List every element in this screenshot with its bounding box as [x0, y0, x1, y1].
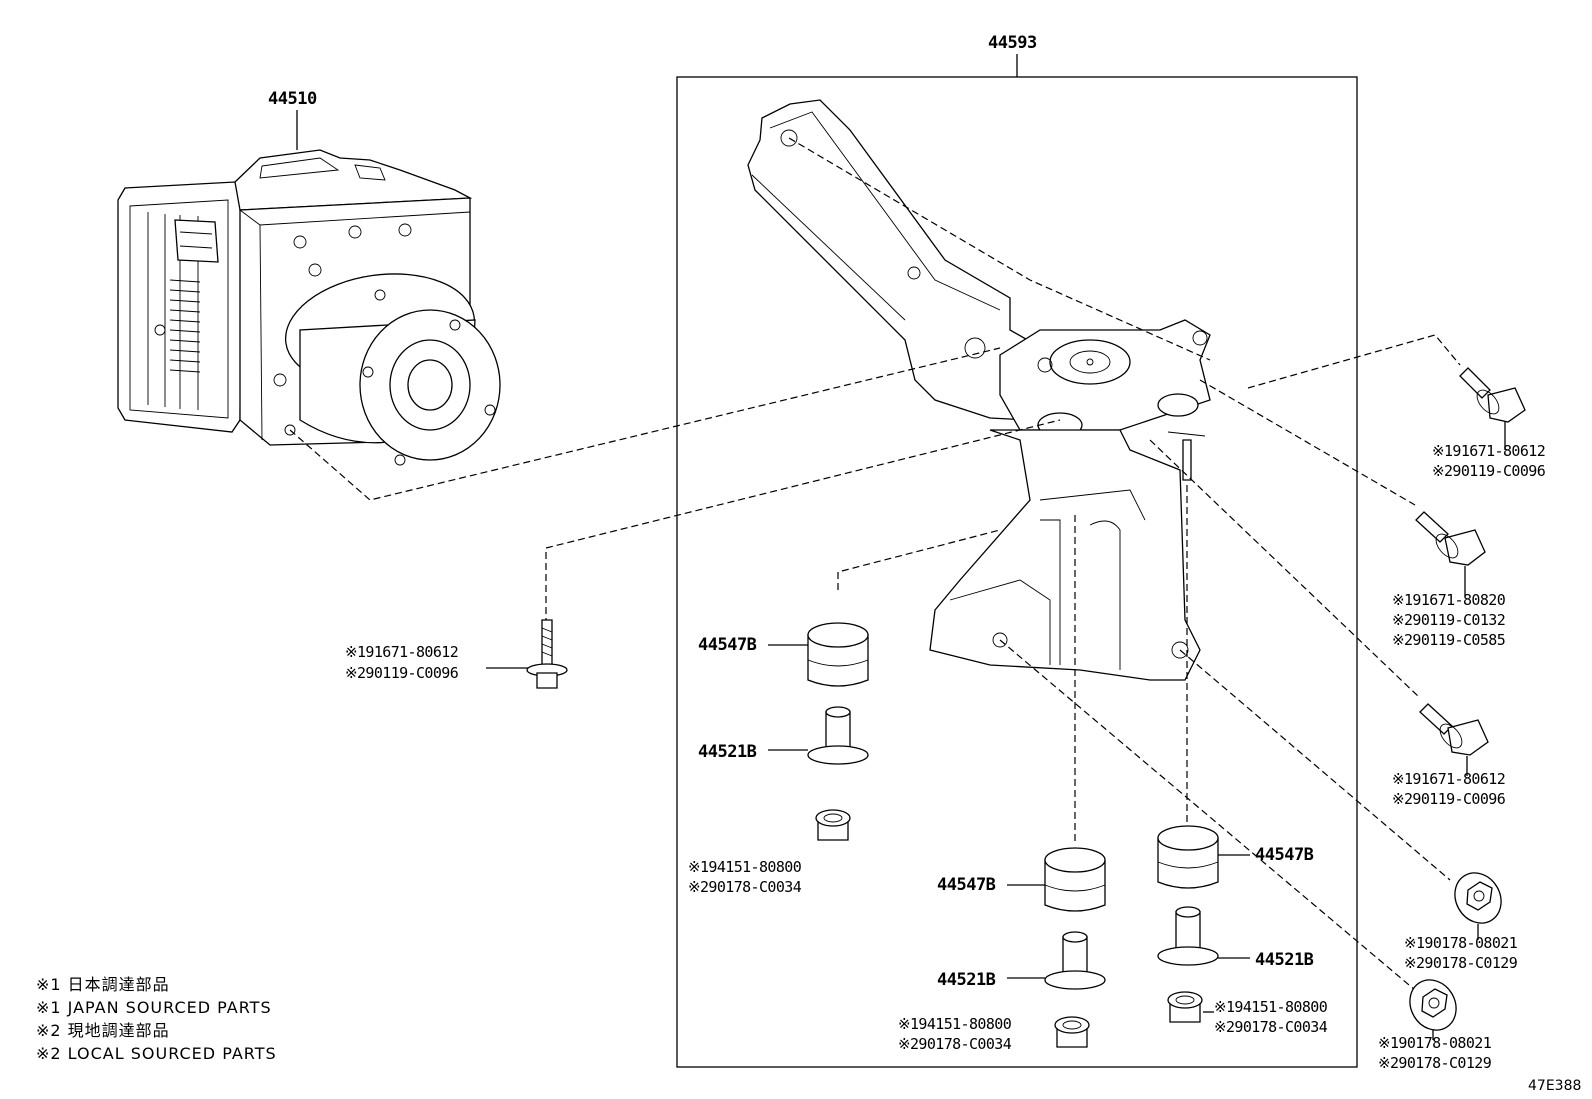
- code-bolt-right-3-2: ※290119-C0096: [1392, 790, 1506, 808]
- code-bolt-right-2-1: ※191671-80820: [1392, 591, 1506, 609]
- legend-line-2: ※1 JAPAN SOURCED PARTS: [36, 998, 272, 1017]
- code-bolt-right-top-1: ※191671-80612: [1432, 442, 1545, 460]
- code-nut-right-1-2: ※290178-C0129: [1404, 954, 1518, 972]
- label-cushion-mid: 44547B: [937, 875, 996, 895]
- collar-left: [807, 706, 869, 765]
- code-nut-left-1: ※194151-80800: [688, 858, 802, 876]
- code-bolt-right-2-2: ※290119-C0132: [1392, 611, 1505, 629]
- label-collar-right: 44521B: [1255, 950, 1314, 970]
- bolt-right-top: [1459, 367, 1526, 423]
- collar-right: [1157, 906, 1219, 966]
- code-nut-left-2: ※290178-C0034: [688, 878, 802, 896]
- figure-id: 47E388: [1528, 1078, 1581, 1094]
- code-nut-bottom-right-1: ※194151-80800: [1214, 998, 1328, 1016]
- bracket-drawing: [747, 99, 1211, 681]
- label-44593: 44593: [988, 33, 1037, 53]
- label-44510: 44510: [268, 89, 317, 109]
- cushion-left: [807, 622, 869, 687]
- collar-mid: [1044, 931, 1106, 990]
- nut-bottom-mid: [1054, 1016, 1090, 1048]
- label-cushion-right: 44547B: [1255, 845, 1314, 865]
- label-cushion-left: 44547B: [698, 635, 757, 655]
- code-nut-bottom-mid-2: ※290178-C0034: [898, 1035, 1012, 1053]
- nut-left: [815, 809, 851, 841]
- code-nut-right-2-1: ※190178-08021: [1378, 1034, 1492, 1052]
- label-collar-mid: 44521B: [937, 970, 996, 990]
- code-nut-right-1-1: ※190178-08021: [1404, 934, 1518, 952]
- bolt-right-2: [1415, 511, 1486, 566]
- assembly-lines: [289, 137, 1461, 991]
- legend-line-3: ※2 現地調達部品: [36, 1021, 170, 1040]
- code-nut-right-2-2: ※290178-C0129: [1378, 1054, 1492, 1072]
- nut-right-1: [1454, 872, 1502, 924]
- bolt-left: [526, 619, 568, 689]
- code-bolt-left-2: ※290119-C0096: [345, 664, 459, 682]
- nut-right-2: [1409, 979, 1457, 1031]
- abs-actuator-drawing: [117, 149, 501, 466]
- code-bolt-right-3-1: ※191671-80612: [1392, 770, 1505, 788]
- cushion-mid: [1044, 847, 1106, 912]
- legend-line-1: ※1 日本調達部品: [36, 975, 170, 994]
- cushion-right: [1157, 825, 1219, 889]
- code-nut-bottom-right-2: ※290178-C0034: [1214, 1018, 1328, 1036]
- code-bolt-right-top-2: ※290119-C0096: [1432, 462, 1546, 480]
- nut-bottom-right: [1167, 991, 1203, 1023]
- label-collar-left: 44521B: [698, 742, 757, 762]
- code-nut-bottom-mid-1: ※194151-80800: [898, 1015, 1012, 1033]
- bolt-right-3: [1419, 703, 1489, 756]
- legend-line-4: ※2 LOCAL SOURCED PARTS: [36, 1044, 277, 1063]
- code-bolt-right-2-3: ※290119-C0585: [1392, 631, 1505, 649]
- code-bolt-left-1: ※191671-80612: [345, 643, 458, 661]
